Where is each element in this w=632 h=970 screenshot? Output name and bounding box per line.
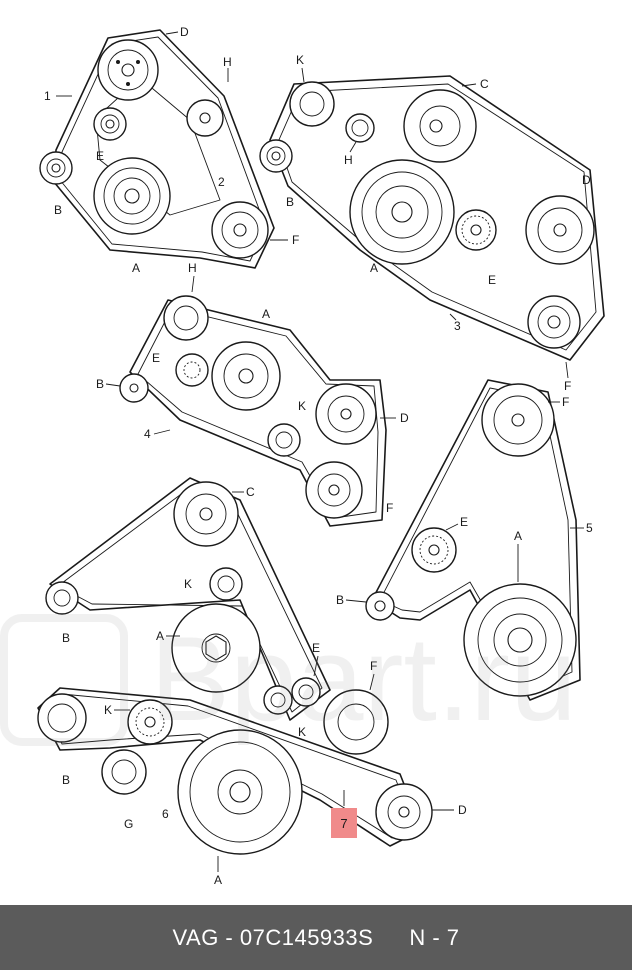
- layout4-label-F: F: [370, 659, 377, 673]
- layout2-label-K: K: [296, 53, 304, 67]
- layout-3: H A E B K D 4 F: [96, 261, 409, 527]
- layout-2: K C H B D A E 3 F: [259, 53, 605, 393]
- layout6-label-G: G: [124, 817, 133, 831]
- layout6-label-B: B: [62, 773, 70, 787]
- layout6-label-A: A: [214, 873, 222, 887]
- layout6-label-6: 6: [162, 807, 169, 821]
- layout2-label-B: B: [286, 195, 294, 209]
- layout5-label-B: B: [336, 593, 344, 607]
- layout1-label-E: E: [96, 149, 104, 163]
- layout2-label-H: H: [344, 153, 353, 167]
- layout2-label-3: 3: [454, 319, 461, 333]
- layout2-label-F: F: [564, 379, 571, 393]
- layout2-label-E: E: [488, 273, 496, 287]
- watermark-text: Bpart.ru: [150, 612, 577, 746]
- layout5-label-5: 5: [586, 521, 593, 535]
- layout4-label-B: B: [62, 631, 70, 645]
- watermark-logo: Bpart.ru: [0, 612, 577, 746]
- layout-5: F E 5 A B: [336, 379, 593, 701]
- layout1-label-2: 2: [218, 175, 225, 189]
- layout2-label-C: C: [480, 77, 489, 91]
- layout-1: D H 1 E B A 2 F: [39, 25, 299, 275]
- layout5-label-A: A: [514, 529, 522, 543]
- layout4-label-C: C: [246, 485, 255, 499]
- layout6-label-K: K: [104, 703, 112, 717]
- layout3-label-4: 4: [144, 427, 151, 441]
- layout3-label-D: D: [400, 411, 409, 425]
- layout1-label-F: F: [292, 233, 299, 247]
- footer-bar: VAG - 07C145933S N - 7: [0, 905, 632, 970]
- position-number: N - 7: [409, 924, 460, 950]
- layout4-label-K: K: [184, 577, 192, 591]
- layout1-label-B: B: [54, 203, 62, 217]
- layout-4: C K B A E F K: [45, 477, 389, 755]
- layout3-label-K: K: [298, 399, 306, 413]
- layout2-label-A: A: [370, 261, 378, 275]
- layout3-label-B: B: [96, 377, 104, 391]
- layout1-label-A: A: [132, 261, 140, 275]
- layout-6: K B G 6 A D: [37, 687, 467, 887]
- layout3-label-E: E: [152, 351, 160, 365]
- part-number: VAG - 07C145933S: [172, 924, 374, 950]
- layout3-label-A: A: [262, 307, 270, 321]
- layout1-label-D: D: [180, 25, 189, 39]
- layout1-label-1: 1: [44, 89, 51, 103]
- layout1-label-H: H: [223, 55, 232, 69]
- highlighted-item-label: 7: [331, 808, 357, 838]
- layout4-label-A: A: [156, 629, 164, 643]
- layout5-label-F: F: [562, 395, 569, 409]
- belt-routing-diagram: D H 1 E B A 2 F K C H B D A E 3 F: [37, 25, 605, 887]
- layout5-label-E: E: [460, 515, 468, 529]
- layout6-label-D: D: [458, 803, 467, 817]
- layout4-label-E: E: [312, 641, 320, 655]
- layout2-label-D: D: [582, 173, 591, 187]
- layout4-label-K2: K: [298, 725, 306, 739]
- layout3-label-H: H: [188, 261, 197, 275]
- layout3-label-F: F: [386, 501, 393, 515]
